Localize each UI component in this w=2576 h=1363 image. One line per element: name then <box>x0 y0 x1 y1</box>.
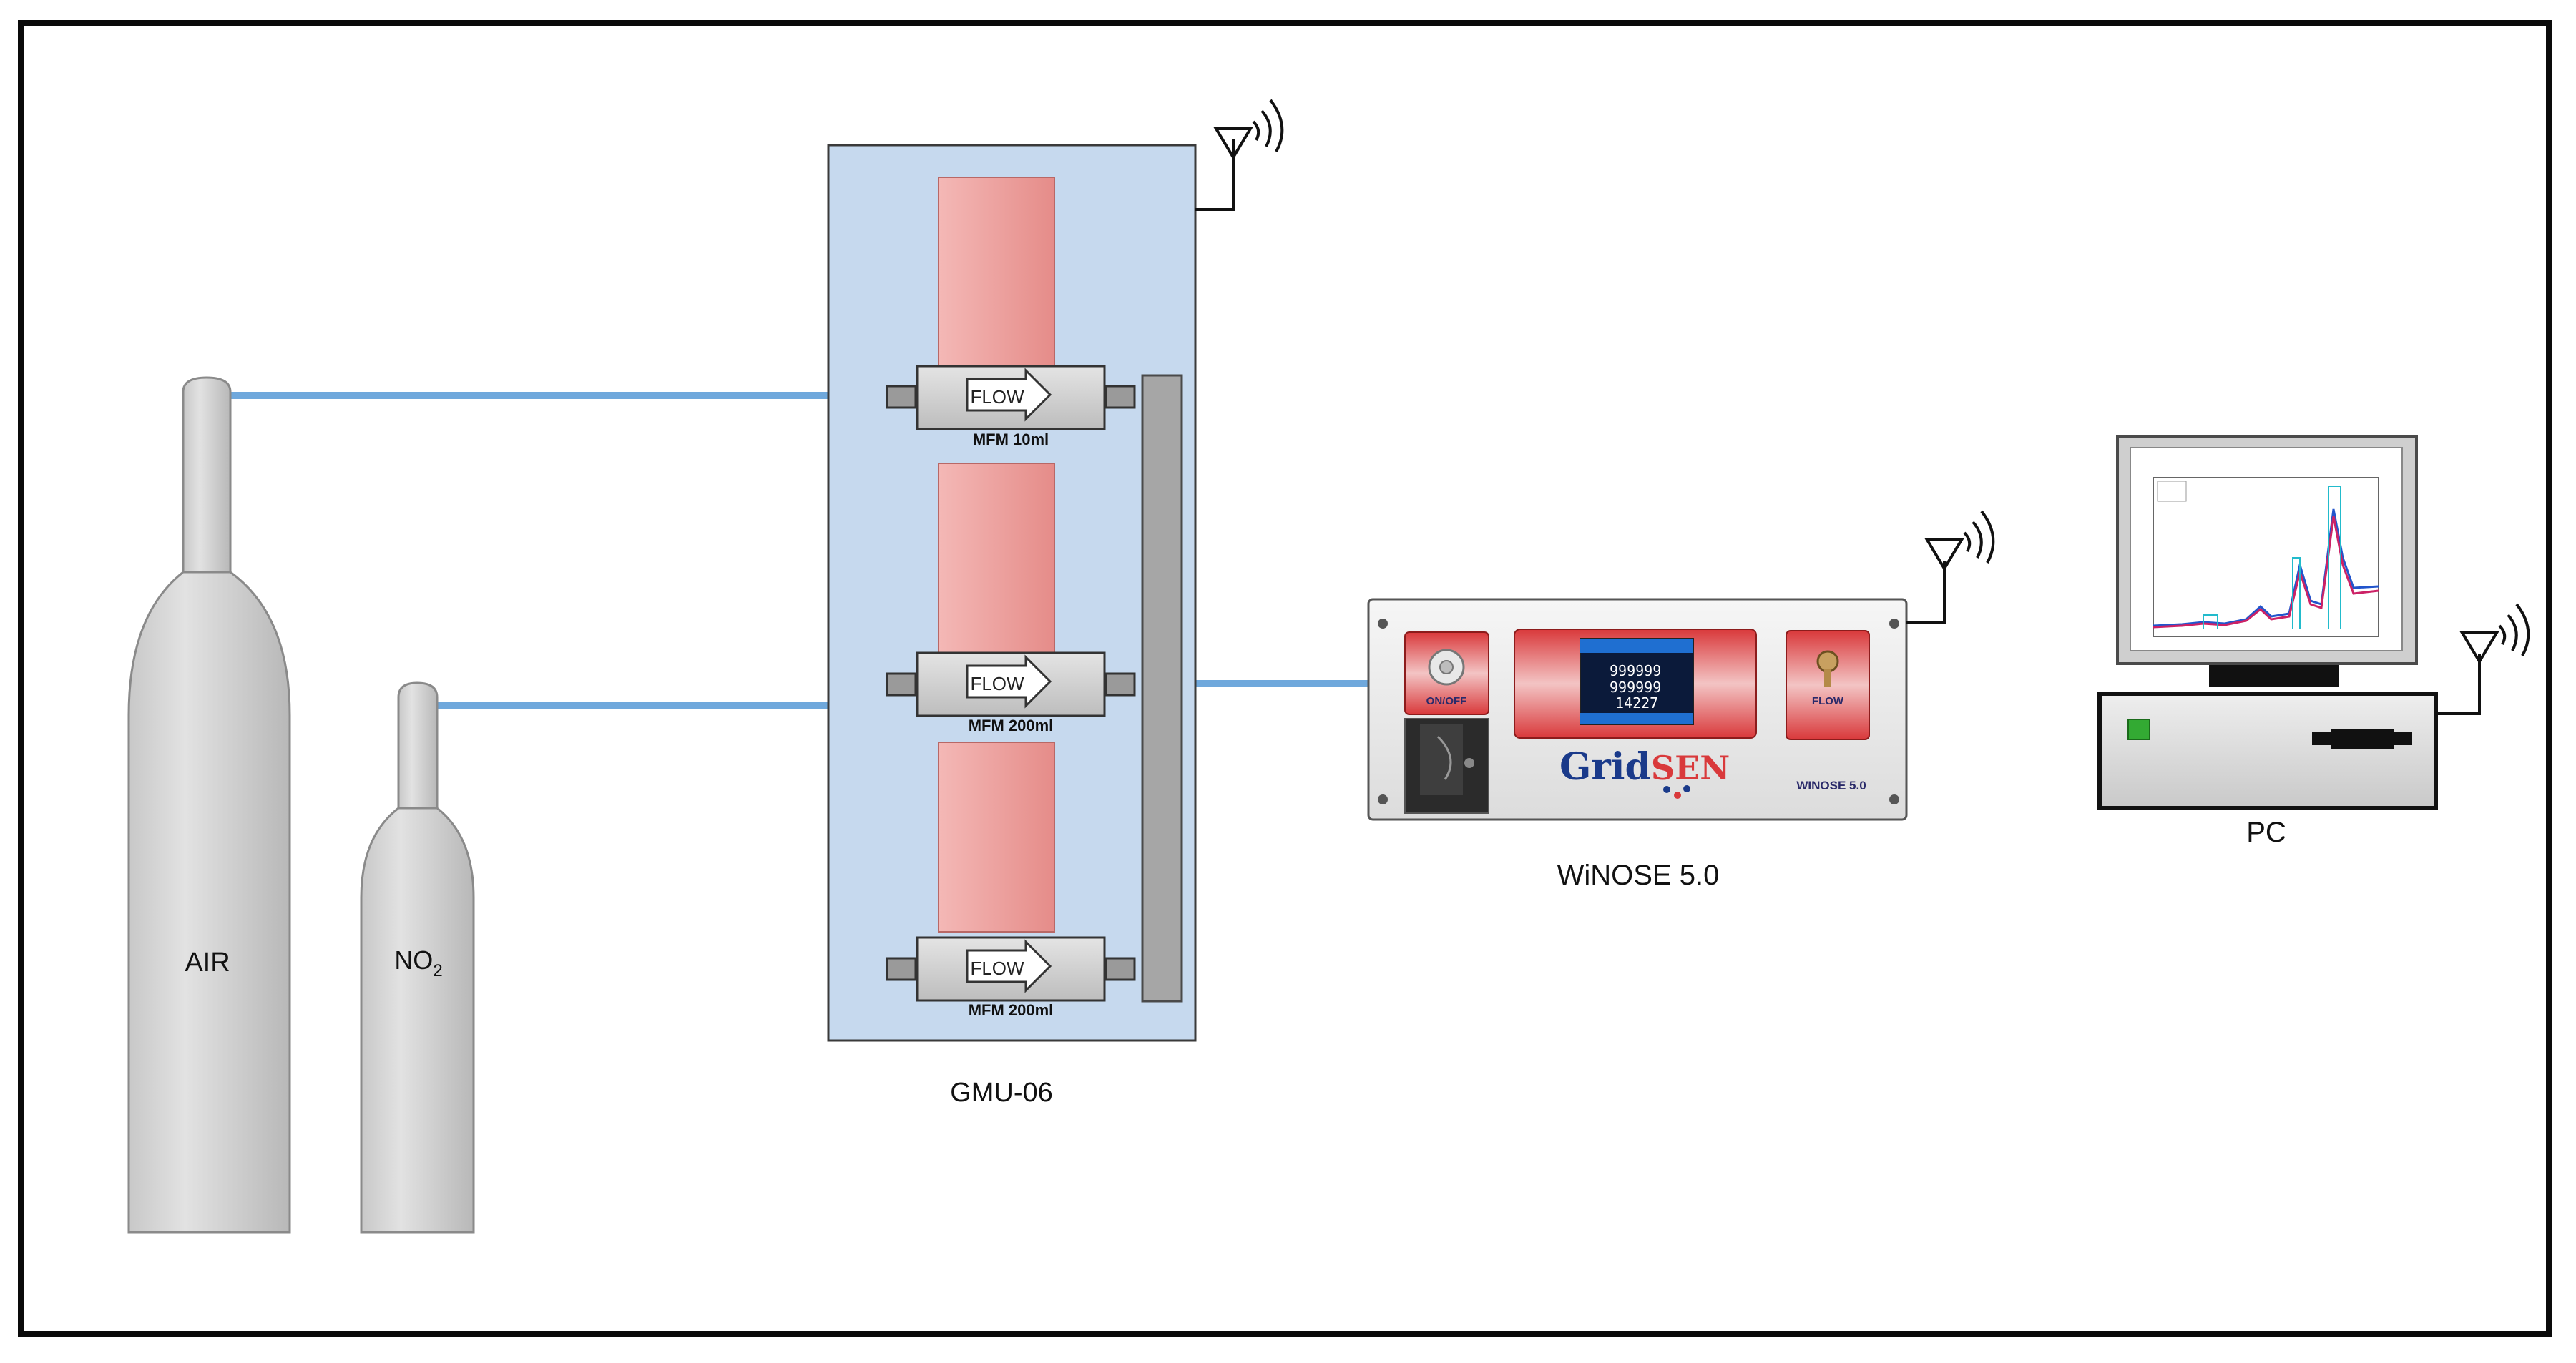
manifold-bar <box>1141 374 1183 1003</box>
flow-arrow-icon <box>966 368 1052 422</box>
air-label: AIR <box>185 948 230 978</box>
mfm-flow-label: FLOW <box>970 386 1024 408</box>
mfm-flow-label: FLOW <box>970 673 1024 694</box>
device-model-label: WINOSE 5.0 <box>1796 779 1866 792</box>
fitting-icon <box>1105 672 1136 697</box>
no2-gas-line <box>433 702 887 973</box>
power-led[interactable] <box>2127 719 2150 740</box>
screen-plot <box>2153 477 2379 637</box>
mfm-flow-label: FLOW <box>970 958 1024 979</box>
fitting-icon <box>886 385 917 409</box>
screen-value: 999999 <box>1610 679 1661 696</box>
brand-logo: GridSEN <box>1559 745 1730 789</box>
on-off-label: ON/OFF <box>1426 695 1467 707</box>
screen-value: 14227 <box>1615 694 1658 712</box>
gmu-06-unit: GMU-06 <box>827 99 1284 1108</box>
mfm-unit: FLOW MFM 10ml <box>886 365 1136 448</box>
fitting-icon <box>886 957 917 981</box>
screen-value: 999999 <box>1610 662 1661 679</box>
mfm-unit: FLOW MFM 200ml <box>886 651 1136 734</box>
air-cylinder: AIR <box>127 376 291 1234</box>
flow-knob[interactable] <box>1816 650 1839 673</box>
mfm-column <box>938 742 1055 933</box>
pc-workstation: PC <box>2097 435 2530 848</box>
fitting-icon <box>886 672 917 697</box>
antenna-icon <box>1195 99 1284 211</box>
winose-device: ON/OFF 999999 999999 14227 FLOW GridSEN … <box>1367 510 1995 891</box>
mfm-column <box>938 463 1055 654</box>
winose-label: WiNOSE 5.0 <box>1557 860 1720 891</box>
no2-cylinder: NO2 <box>360 682 475 1234</box>
pc-case <box>2097 692 2438 810</box>
flow-arrow-icon <box>966 939 1052 993</box>
no2-label: NO2 <box>394 945 442 980</box>
antenna-icon <box>2436 603 2530 715</box>
fitting-icon <box>1105 957 1136 981</box>
antenna-icon <box>1906 510 1995 624</box>
mfm-column <box>938 177 1055 368</box>
gmu-label: GMU-06 <box>950 1078 1053 1108</box>
flow-arrow-icon <box>966 654 1052 709</box>
mfm-name-label: MFM 200ml <box>969 1001 1054 1019</box>
mfm-name-label: MFM 10ml <box>973 430 1049 448</box>
mfm-name-label: MFM 200ml <box>969 717 1054 734</box>
flow-panel-label: FLOW <box>1812 695 1844 707</box>
fitting-icon <box>1105 385 1136 409</box>
mfm-unit: FLOW MFM 200ml <box>886 936 1136 1019</box>
pc-label: PC <box>2246 817 2286 848</box>
monitor-stand <box>2209 665 2339 687</box>
